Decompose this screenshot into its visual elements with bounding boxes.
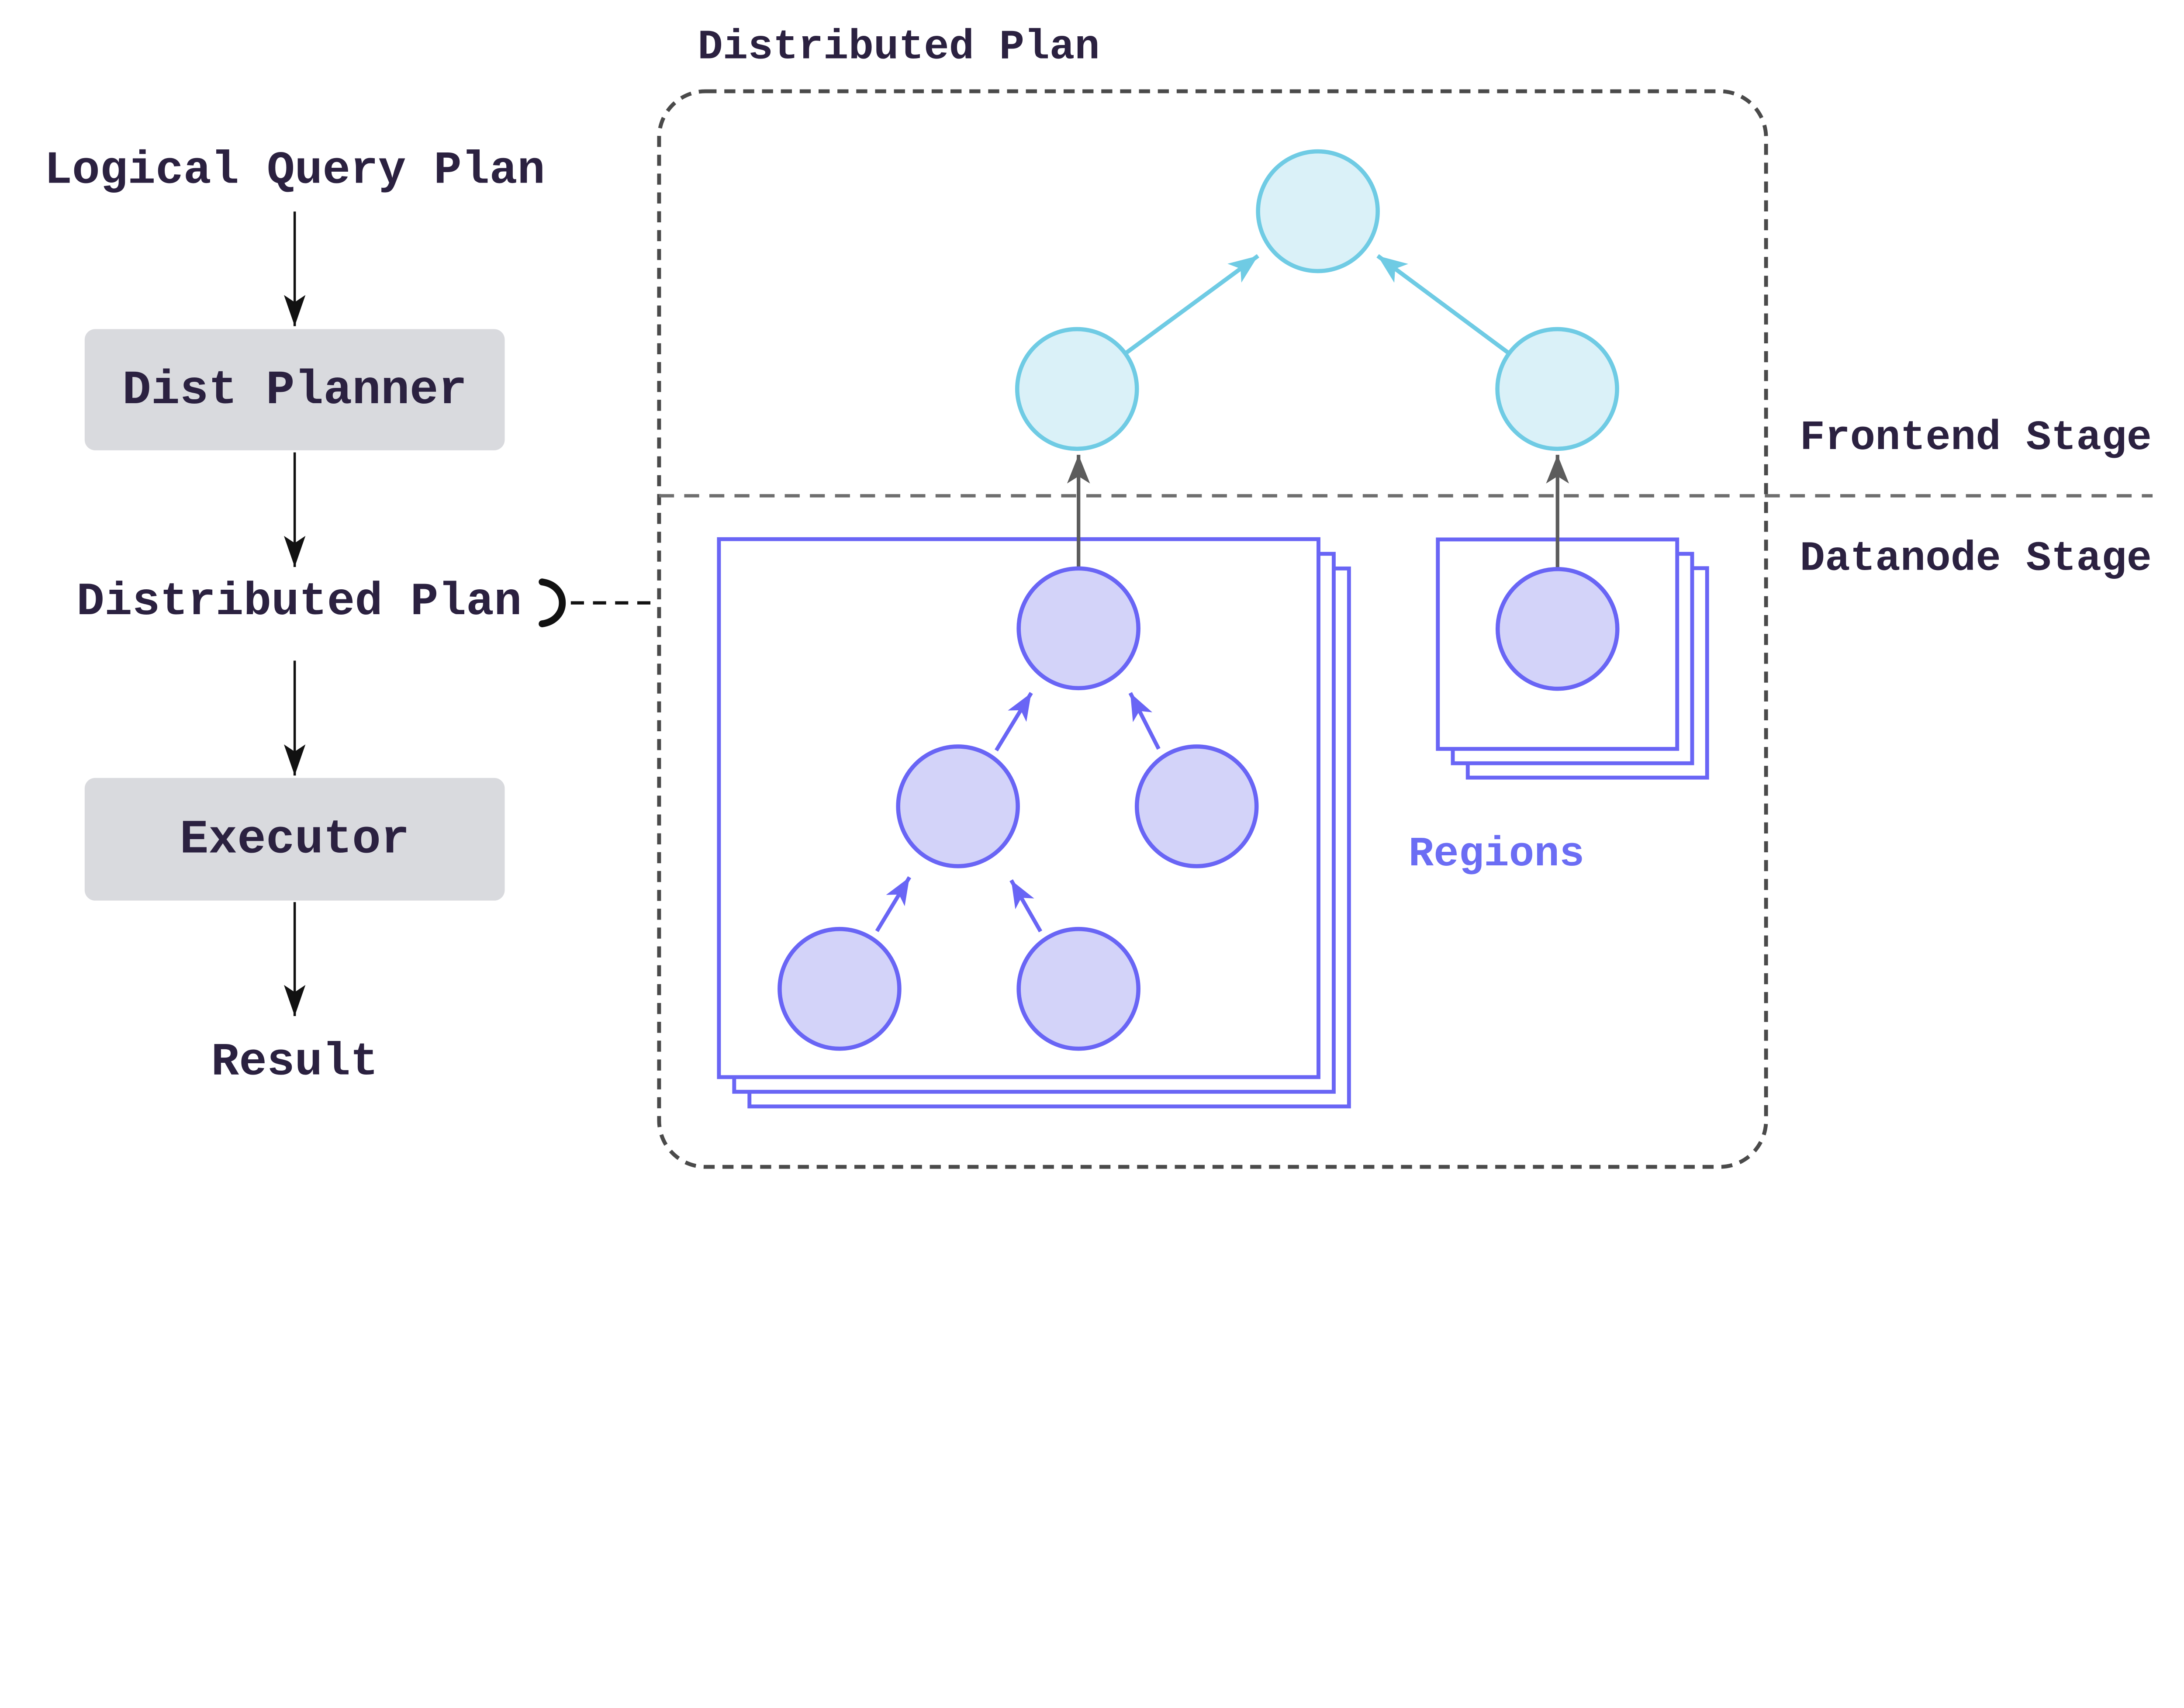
diagram-svg: Logical Query Plan Dist Planner Distribu…: [44, 24, 2153, 1169]
datanode-tree-root: [1016, 566, 1140, 691]
datanode-edge-midright-to-top: [1128, 692, 1161, 750]
datanode-tree-leaf-right: [1016, 927, 1140, 1051]
distributed-query-diagram: Logical Query Plan Dist Planner Distribu…: [44, 23, 2153, 1169]
frontend-root-node: [1256, 149, 1380, 273]
frontend-edge-right: [1376, 254, 1510, 355]
frontend-edge-left: [1124, 254, 1259, 355]
frontend-right-node: [1495, 327, 1619, 451]
dist-planner-box: [84, 329, 505, 450]
panel-title: Distributed Plan: [698, 24, 1100, 71]
frontend-left-node: [1015, 327, 1139, 451]
datanode-stage-label: Datanode Stage: [1800, 535, 2152, 582]
datanode-edge-botleft-to-mid: [875, 876, 912, 932]
distributed-plan-container: [657, 89, 1768, 1169]
datanode-tree-mid-right: [1134, 744, 1259, 868]
frontend-stage-label: Frontend Stage: [1800, 414, 2152, 462]
datanode-tree-leaf-left: [778, 927, 902, 1051]
logical-query-plan-label: Logical Query Plan: [44, 144, 545, 197]
region-single-node: [1495, 567, 1620, 691]
datanode-edge-midleft-to-top: [995, 691, 1033, 752]
datanode-edge-botright-to-mid: [1009, 879, 1043, 933]
datanode-tree-mid-left: [896, 744, 1020, 868]
result-label: Result: [211, 1036, 378, 1089]
brace-icon: [539, 578, 566, 627]
distributed-plan-label: Distributed Plan: [76, 576, 522, 628]
dist-planner-label: Dist Planner: [122, 363, 467, 418]
regions-label: Regions: [1409, 830, 1585, 878]
executor-label: Executor: [180, 813, 410, 867]
executor-box: [84, 778, 505, 901]
